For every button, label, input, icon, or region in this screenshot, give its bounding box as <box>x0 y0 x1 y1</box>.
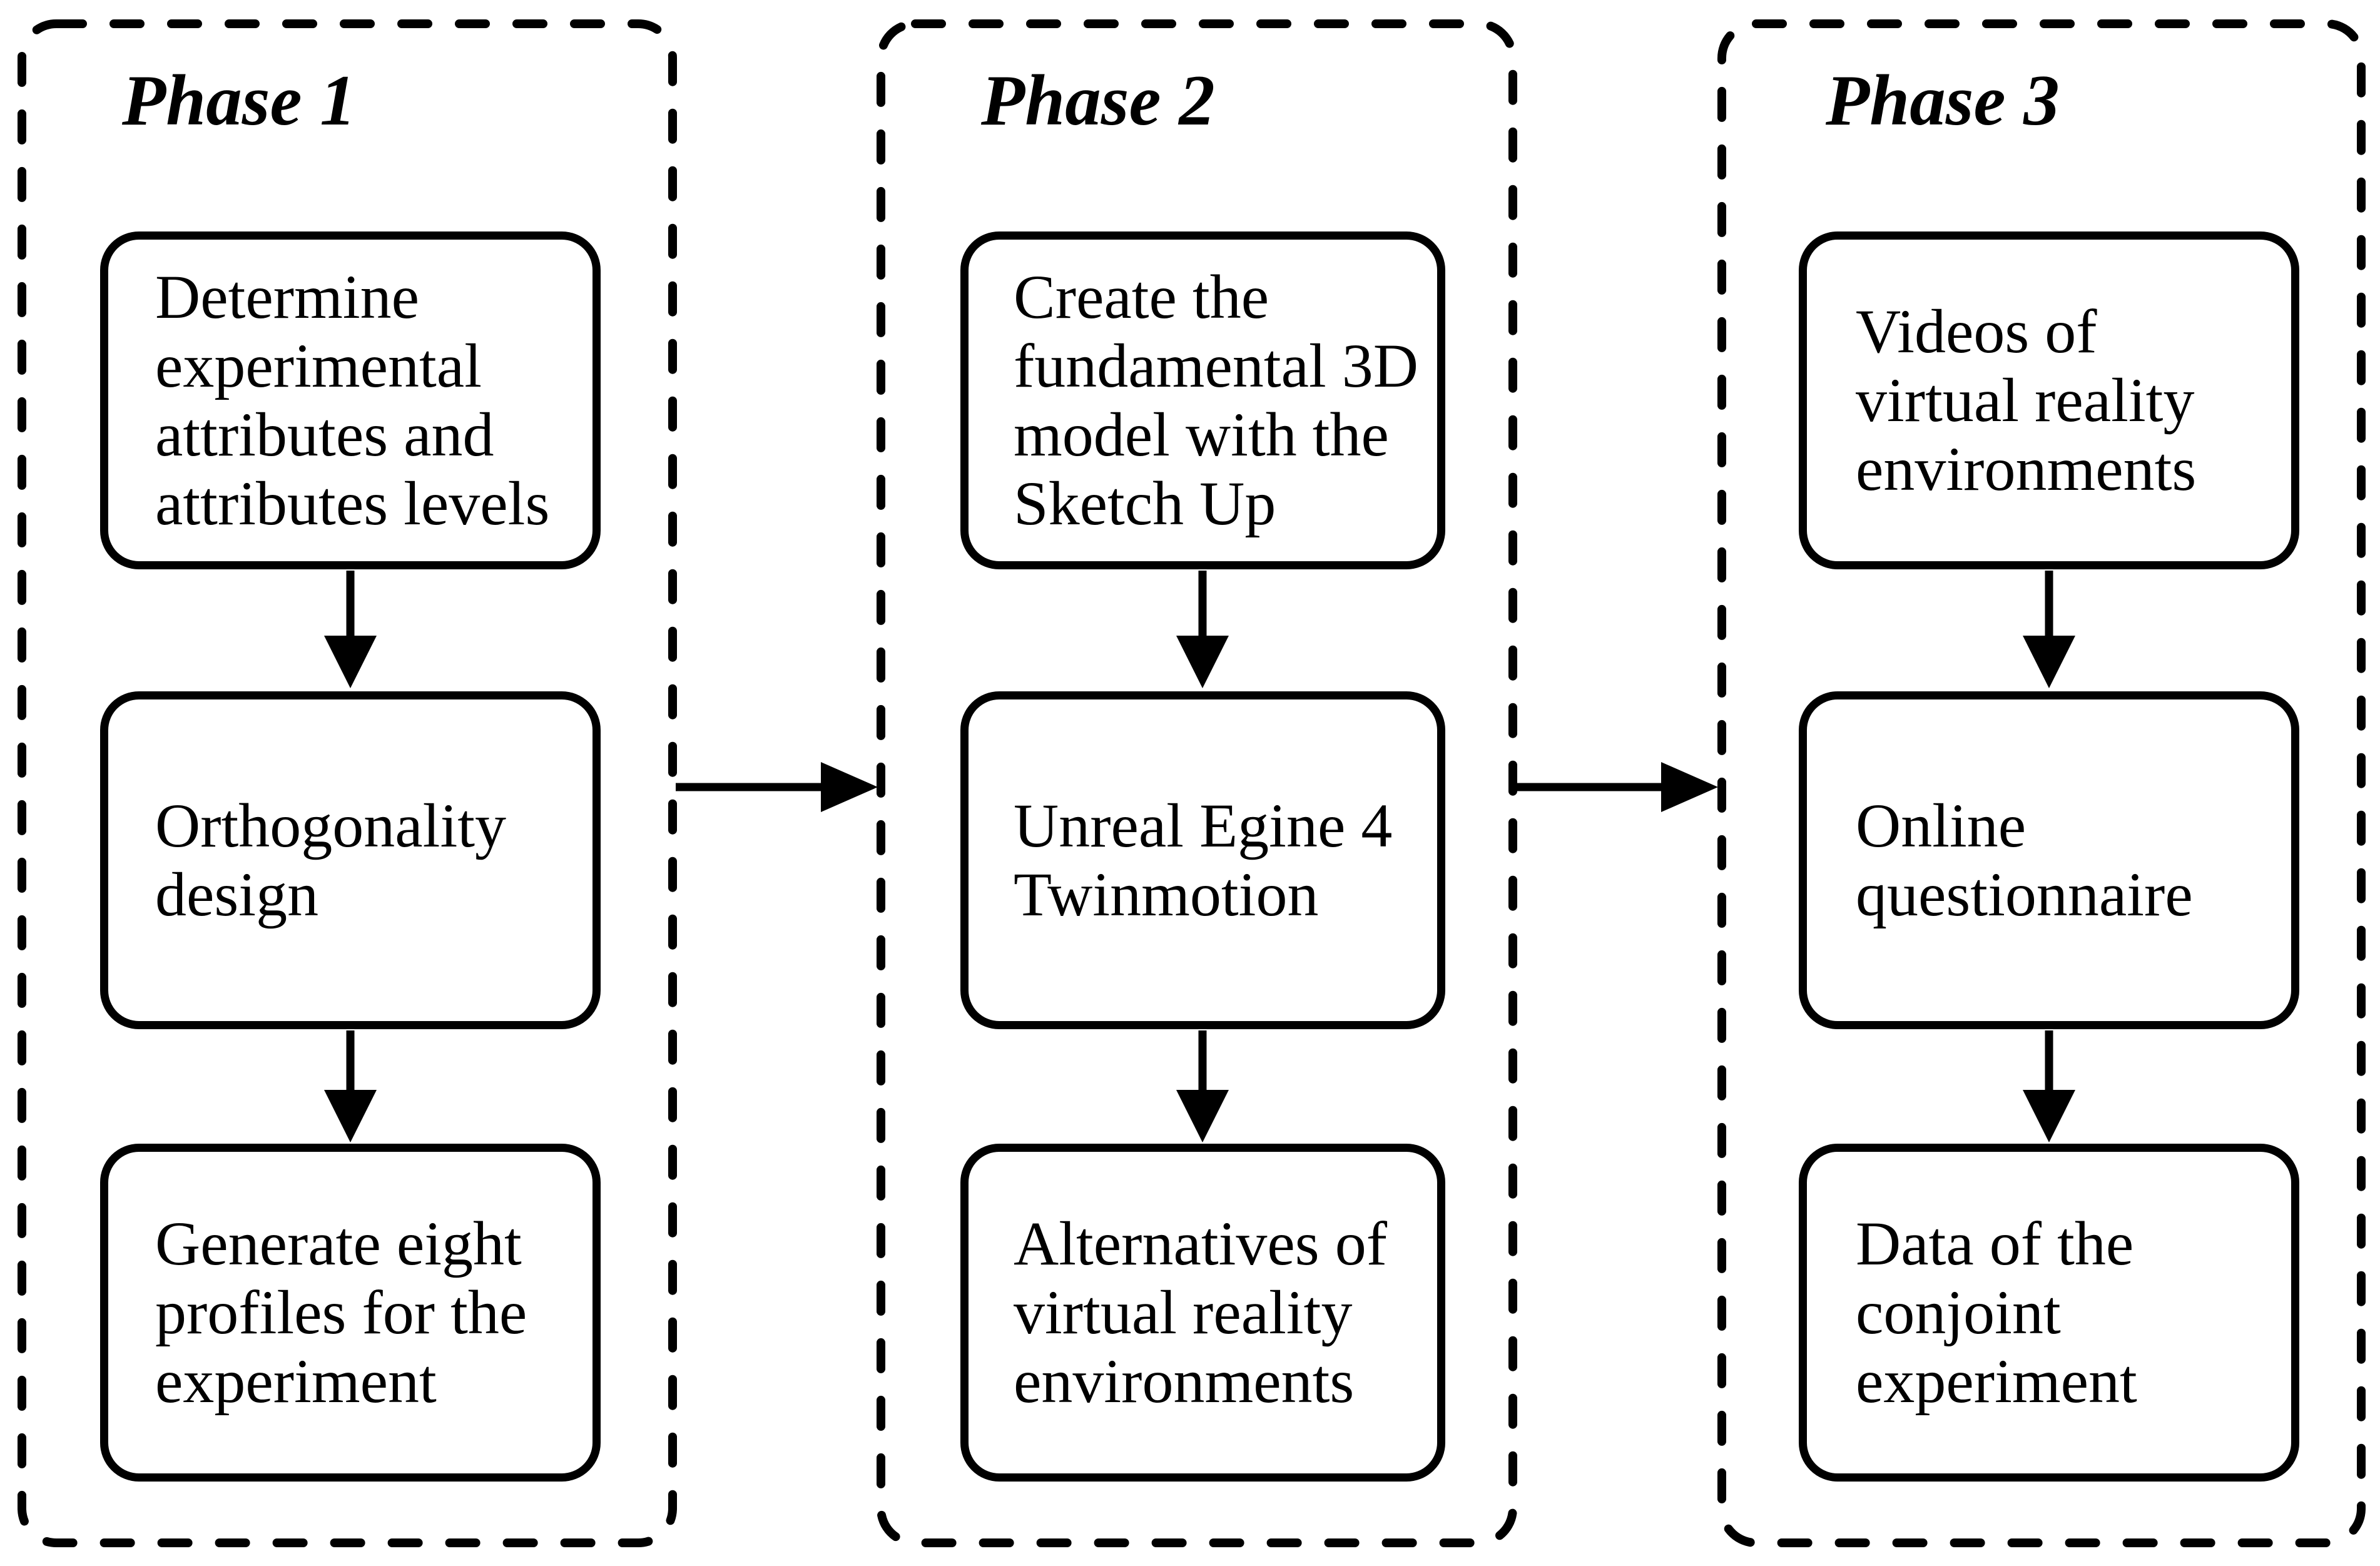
phase-2-step-2-box: Unreal Egine 4 Twinmotion <box>960 691 1445 1029</box>
phase-1-boundary-box <box>18 19 677 1547</box>
phase-2-step-3-label: Alternatives of virtual reality environm… <box>1014 1209 1388 1416</box>
phase-3-step-3-label: Data of the conjoint experiment <box>1856 1209 2137 1416</box>
phase-3-step-1-box: Videos of virtual reality environments <box>1799 231 2299 569</box>
arrow-head <box>1176 636 1229 688</box>
arrow-phase1-to-phase2 <box>676 762 878 812</box>
phase-3-step-2-box: Online questionnaire <box>1799 691 2299 1029</box>
phase-2-arrow-step2-to-step3 <box>1176 1030 1229 1142</box>
phase-1-arrow-step2-to-step3 <box>324 1030 377 1142</box>
phase-1-arrow-step1-to-step2 <box>324 571 377 688</box>
phase-1-title: Phase 1 <box>122 61 356 140</box>
arrow-head <box>2023 636 2075 688</box>
phase-2-step-1-box: Create the fundamental 3D model with the… <box>960 231 1445 569</box>
phase-3-title: Phase 3 <box>1826 61 2060 140</box>
arrow-head <box>1176 1090 1229 1142</box>
phase-3-boundary-box <box>1717 19 2366 1547</box>
phase-2-title: Phase 2 <box>981 61 1215 140</box>
phase-2-arrow-step1-to-step2 <box>1176 571 1229 688</box>
phase-1-step-2-label: Orthogonality design <box>155 791 507 929</box>
arrow-head <box>324 636 377 688</box>
phase-3-step-2-label: Online questionnaire <box>1856 791 2193 929</box>
phase-1-step-1-box: Determine experimental attributes and at… <box>100 231 601 569</box>
arrow-head <box>1661 762 1718 812</box>
phase-3-arrow-step2-to-step3 <box>2023 1030 2075 1142</box>
arrow-phase2-to-phase3 <box>1516 762 1718 812</box>
arrow-head <box>324 1090 377 1142</box>
phase-2-step-1-label: Create the fundamental 3D model with the… <box>1014 262 1419 538</box>
phase-1-step-2-box: Orthogonality design <box>100 691 601 1029</box>
phase-3-step-1-label: Videos of virtual reality environments <box>1856 297 2197 504</box>
arrow-head <box>821 762 878 812</box>
phase-1-step-3-label: Generate eight profiles for the experime… <box>155 1209 527 1416</box>
phase-1-step-3-box: Generate eight profiles for the experime… <box>100 1144 601 1482</box>
phase-3-step-3-box: Data of the conjoint experiment <box>1799 1144 2299 1482</box>
arrow-head <box>2023 1090 2075 1142</box>
phase-1-step-1-label: Determine experimental attributes and at… <box>155 262 550 538</box>
phase-3-arrow-step1-to-step2 <box>2023 571 2075 688</box>
phase-2-step-2-label: Unreal Egine 4 Twinmotion <box>1014 791 1393 929</box>
phase-2-step-3-box: Alternatives of virtual reality environm… <box>960 1144 1445 1482</box>
phase-2-boundary-box <box>877 19 1517 1547</box>
